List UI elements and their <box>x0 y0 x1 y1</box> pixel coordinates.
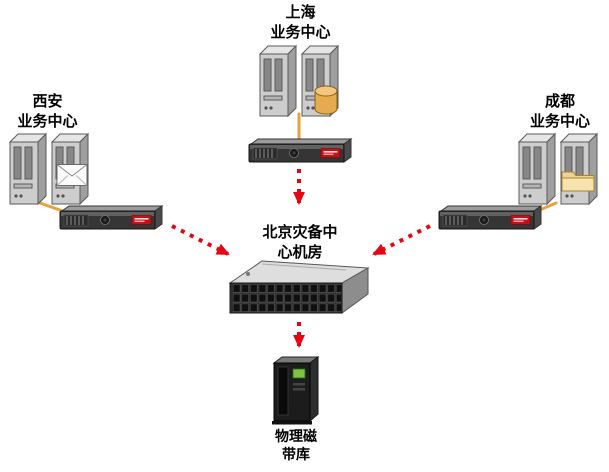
beijing-label: 北京灾备中 心机房 <box>262 223 338 261</box>
shanghai-tower-servers-icon <box>258 44 340 118</box>
xian-backup-appliance-icon <box>59 205 164 230</box>
envelope-icon <box>56 164 88 186</box>
database-cylinder-icon <box>314 85 338 115</box>
xian-label: 西安 业务中心 <box>17 92 78 130</box>
arrow-chengdu-to-beijing <box>372 224 431 256</box>
shanghai-label: 上海 业务中心 <box>270 3 331 41</box>
folder-icon <box>561 171 595 192</box>
tape-library-icon <box>272 356 320 425</box>
tape-library-label: 物理磁 带库 <box>275 429 317 464</box>
shanghai-backup-appliance-icon <box>248 138 353 163</box>
arrow-xian-to-beijing <box>171 224 230 256</box>
storage-array-icon <box>228 260 370 314</box>
chengdu-backup-appliance-icon <box>438 205 543 230</box>
chengdu-label: 成都 业务中心 <box>529 92 590 130</box>
